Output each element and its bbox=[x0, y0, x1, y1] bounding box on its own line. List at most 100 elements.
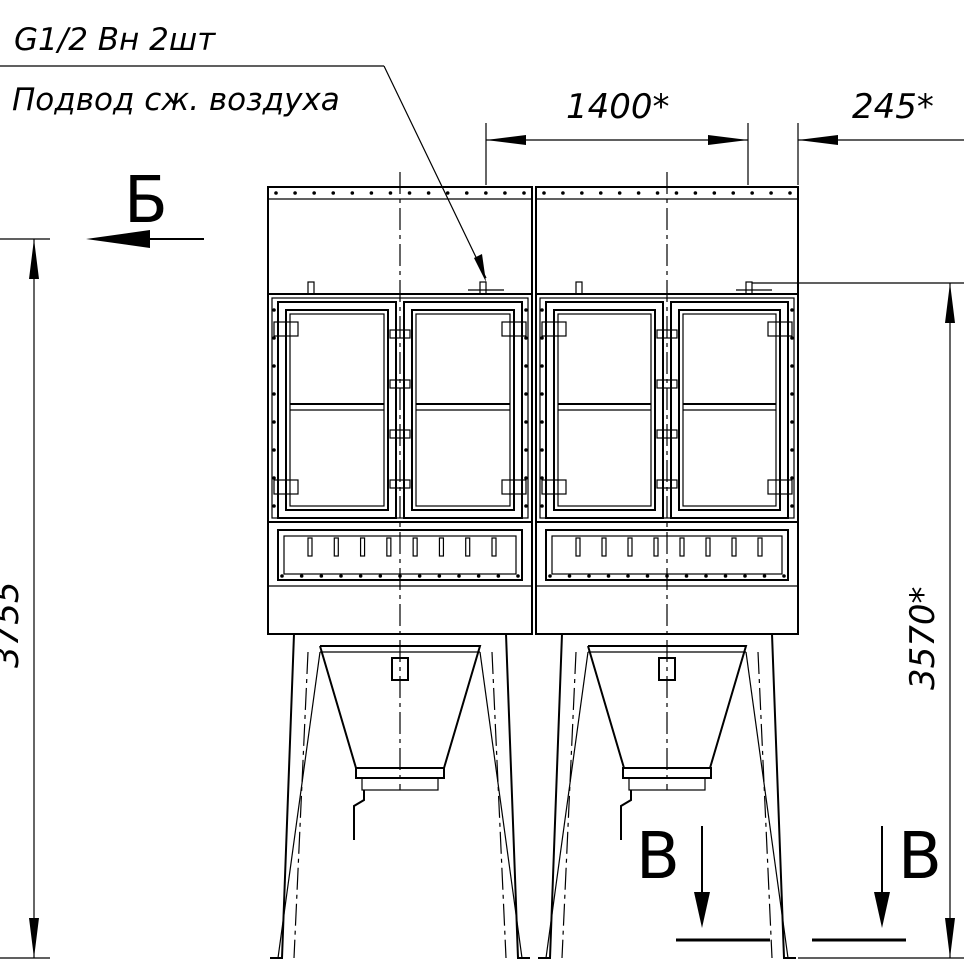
bolt bbox=[782, 574, 786, 578]
discharge-handle bbox=[353, 790, 365, 840]
bolt bbox=[788, 191, 792, 195]
callout-leader-arrow bbox=[474, 254, 486, 282]
bolt bbox=[369, 191, 374, 195]
top-housing bbox=[267, 186, 533, 295]
bolt bbox=[704, 574, 708, 578]
connection-spec-note: G1/2 Вн 2шт bbox=[14, 22, 216, 58]
bolt bbox=[350, 191, 355, 195]
bolt bbox=[587, 574, 591, 578]
section-v2-arrow-head bbox=[874, 892, 890, 928]
pulse-valve bbox=[438, 537, 445, 557]
bolt bbox=[762, 574, 767, 578]
bolt bbox=[598, 191, 603, 195]
pulse-valve bbox=[601, 537, 607, 557]
pulse-valve bbox=[412, 537, 418, 557]
door-latch bbox=[501, 479, 527, 495]
bolt bbox=[407, 191, 412, 195]
door-panel bbox=[545, 301, 664, 519]
dim-3570-arrow-top bbox=[945, 283, 955, 323]
door-latch bbox=[273, 479, 299, 495]
bolt bbox=[684, 574, 689, 578]
bolt bbox=[524, 336, 528, 340]
section-b-arrow-head bbox=[86, 230, 150, 248]
bolt bbox=[388, 191, 393, 195]
bolt bbox=[476, 574, 481, 578]
air-inlet-fitting bbox=[745, 281, 753, 295]
section-marker-b: Б bbox=[124, 164, 168, 238]
dim-1400-arrow-left bbox=[486, 135, 526, 145]
dim-left-label: 3755 bbox=[0, 581, 27, 668]
section-marker-v-2: В bbox=[898, 820, 942, 894]
brace-right bbox=[479, 651, 523, 959]
bolt bbox=[457, 574, 461, 578]
bolt bbox=[723, 574, 728, 578]
leg-right bbox=[504, 633, 532, 959]
door-panel bbox=[403, 301, 523, 519]
bolt bbox=[524, 448, 528, 452]
bolt bbox=[567, 574, 572, 578]
bolt bbox=[293, 191, 297, 195]
filter-module-left bbox=[267, 172, 533, 959]
bolt bbox=[540, 448, 544, 452]
bolt bbox=[790, 308, 794, 312]
bolt bbox=[712, 191, 717, 195]
pulse-valve bbox=[359, 537, 366, 557]
bolt bbox=[540, 336, 544, 340]
leg-axis-left bbox=[561, 651, 577, 959]
dim-3570-arrow-bottom bbox=[945, 918, 955, 958]
bolt bbox=[561, 191, 565, 195]
bolt bbox=[331, 191, 336, 195]
bolt bbox=[464, 191, 469, 195]
bolt bbox=[524, 420, 528, 424]
bolt bbox=[674, 191, 679, 195]
pulse-valve bbox=[679, 537, 685, 557]
bolt bbox=[645, 574, 650, 578]
bolt bbox=[319, 574, 324, 578]
bolt bbox=[790, 448, 794, 452]
bolt bbox=[272, 336, 276, 340]
pulse-valve bbox=[575, 537, 581, 557]
bolt bbox=[445, 191, 450, 195]
bolt bbox=[516, 574, 520, 578]
discharge-handle bbox=[620, 790, 632, 840]
bolt bbox=[769, 191, 773, 195]
leg-axis-left bbox=[293, 651, 309, 959]
bolt bbox=[274, 191, 278, 195]
door-panel bbox=[670, 301, 789, 519]
brace-left bbox=[545, 651, 589, 959]
bolt bbox=[540, 476, 544, 480]
bolt bbox=[503, 191, 507, 195]
bolt bbox=[790, 420, 794, 424]
bolt bbox=[524, 504, 528, 508]
pulse-valve bbox=[757, 537, 763, 557]
bolt bbox=[272, 392, 276, 396]
dim-left-arrow-bottom bbox=[29, 918, 39, 958]
bolt bbox=[790, 364, 794, 368]
door-window bbox=[678, 309, 781, 511]
bolt bbox=[484, 191, 488, 195]
bolt bbox=[524, 364, 528, 368]
section-v1-arrow-head bbox=[694, 892, 710, 928]
dim-3570-label: 3570* bbox=[903, 586, 943, 690]
leg-right bbox=[770, 633, 798, 959]
pulse-valve bbox=[333, 537, 339, 557]
dim-1400-label: 1400* bbox=[566, 87, 670, 127]
bolt bbox=[522, 191, 526, 195]
door-latch bbox=[273, 321, 299, 337]
bolt bbox=[524, 476, 528, 480]
top-housing bbox=[535, 186, 799, 295]
dim-245-arrow bbox=[798, 135, 838, 145]
bolt bbox=[750, 191, 754, 195]
bolt bbox=[540, 420, 544, 424]
bolt bbox=[272, 308, 276, 312]
section-marker-v-1: В bbox=[636, 820, 680, 894]
bolt bbox=[524, 392, 528, 396]
leg-axis-right bbox=[757, 651, 773, 959]
air-inlet-fitting bbox=[479, 281, 487, 295]
door-window bbox=[411, 309, 515, 511]
pulse-valve bbox=[307, 537, 313, 557]
door-latch bbox=[767, 479, 793, 495]
bolt bbox=[655, 191, 660, 195]
pulse-valve bbox=[491, 537, 497, 557]
